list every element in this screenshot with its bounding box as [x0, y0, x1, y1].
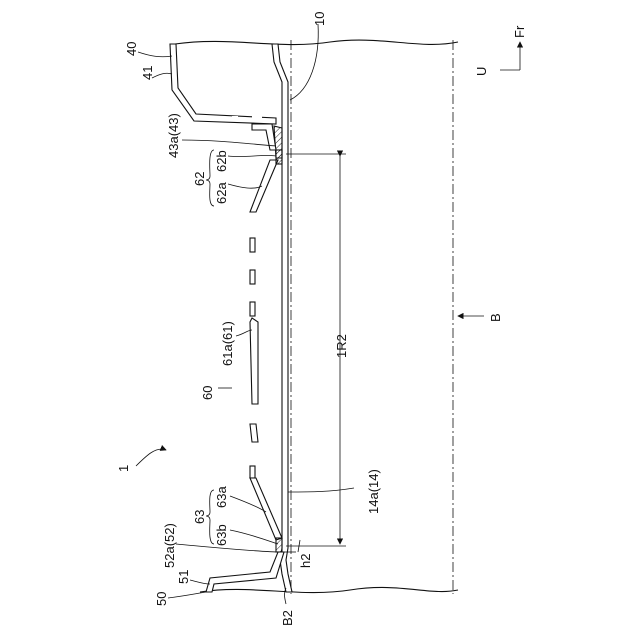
bracket-63: [206, 490, 214, 544]
label-63a: 63a: [214, 486, 229, 508]
leader-40: [138, 52, 172, 57]
label-1R2: 1R2: [334, 334, 349, 358]
segment-e: [250, 466, 255, 478]
gap-mark-2: [232, 116, 238, 120]
sloped-63: [250, 478, 282, 540]
tab-62b: [276, 150, 282, 164]
leader-61a: [236, 330, 252, 336]
leader-14a: [288, 488, 354, 492]
label-10: 10: [312, 12, 327, 26]
gap-mark-1: [252, 116, 262, 120]
member-51: [206, 552, 284, 592]
top-break-line: [175, 40, 458, 44]
label-62b: 62b: [214, 150, 229, 172]
label-51: 51: [176, 570, 191, 584]
segment-d: [250, 424, 258, 442]
leader-51: [190, 580, 210, 584]
segment-b: [250, 270, 255, 284]
leader-41: [152, 73, 172, 78]
label-60: 60: [200, 386, 215, 400]
segment-c: [250, 302, 255, 316]
leader-50: [168, 592, 206, 598]
leader-62b: [228, 155, 276, 156]
label-front: Fr: [512, 25, 527, 38]
leader-63b: [230, 530, 278, 544]
label-41: 41: [140, 66, 155, 80]
leader-62a: [228, 184, 262, 188]
leader-fig1: [136, 449, 166, 466]
label-14a: 14a(14): [366, 469, 381, 514]
label-h2: h2: [298, 554, 313, 568]
bracket-62: [206, 150, 214, 206]
joint-63b: [276, 538, 282, 552]
label-up: U: [474, 67, 489, 76]
label-fig-ref: 1: [116, 465, 131, 472]
label-B: B: [488, 313, 503, 322]
sloped-62: [250, 160, 278, 212]
segment-a: [250, 238, 255, 252]
label-52a: 52a(52): [162, 523, 177, 568]
label-62: 62: [192, 172, 207, 186]
label-B2: B2: [280, 610, 295, 626]
bottom-break-line: [200, 587, 458, 592]
label-61a: 61a(61): [220, 321, 235, 366]
label-63: 63: [192, 510, 207, 524]
flat-61a: [250, 318, 258, 404]
label-40: 40: [124, 42, 139, 56]
label-43a: 43a(43): [166, 113, 181, 158]
leader-43a: [182, 140, 276, 146]
label-63b: 63b: [214, 524, 229, 546]
label-50: 50: [154, 592, 169, 606]
leader-10: [290, 24, 318, 100]
member-41: [170, 44, 276, 124]
label-62a: 62a: [214, 182, 229, 204]
